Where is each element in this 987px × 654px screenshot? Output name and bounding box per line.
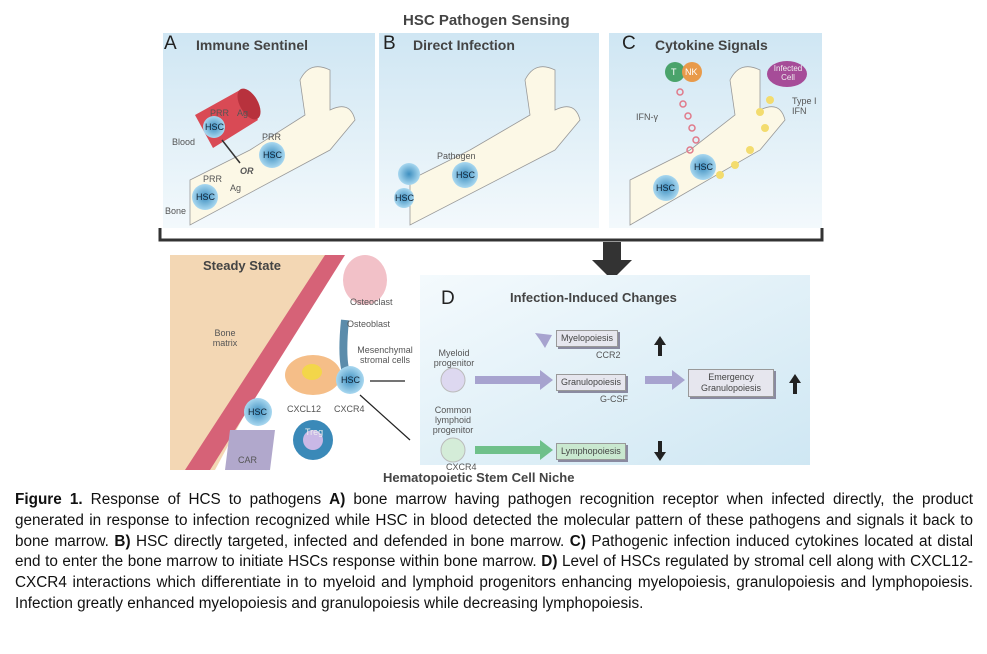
label-ifn-gamma: IFN-γ	[636, 112, 658, 122]
myeloid-progenitor-cell	[440, 367, 466, 393]
label-ag: Ag	[230, 183, 242, 193]
label-myeloid-progenitor: Myeloid progenitor	[433, 348, 475, 368]
arrow	[221, 139, 241, 164]
hsc-cell	[203, 116, 225, 138]
panel-b-letter: B	[383, 33, 396, 54]
osteoclast	[343, 255, 387, 305]
arrow	[475, 440, 553, 460]
label-cxcr4: CXCR4	[334, 404, 365, 414]
caption-text: Level of HSCs regulated by stromal cell …	[15, 553, 974, 612]
nk-cell	[682, 62, 702, 82]
label-bone: Bone	[165, 206, 187, 216]
down-arrow	[592, 242, 632, 280]
label-hsc: HSC	[456, 170, 476, 180]
arrow	[645, 370, 685, 390]
label-type-i-ifn: Type I IFN	[792, 96, 817, 116]
label-ccr2: CCR2	[596, 350, 621, 360]
label-osteoclast: Osteoclast	[350, 297, 393, 307]
label-lymphoid-progenitor: Common lymphoid progenitor	[432, 405, 474, 435]
caption-c: C)	[569, 532, 586, 550]
granulopoiesis-box: Granulopoiesis	[556, 374, 627, 391]
caption-a: A)	[329, 491, 346, 508]
label-hsc: HSC	[341, 375, 361, 385]
t-cell	[665, 62, 685, 82]
panel-a-title: Immune Sentinel	[196, 37, 309, 53]
caption-text: Response of HCS to pathogens	[82, 491, 330, 508]
label-nk: NK	[685, 67, 698, 77]
infected-cell	[767, 61, 807, 87]
myelopoiesis-box: Myelopoiesis	[556, 330, 619, 347]
label-t: T	[671, 67, 677, 77]
caption-text: HSC directly targeted, infected and defe…	[130, 532, 570, 550]
label-hsc: HSC	[395, 193, 415, 203]
bottom-title: Hematopoietic Stem Cell Niche	[383, 470, 575, 485]
label-osteoblast: Osteoblast	[347, 319, 391, 329]
car-cell	[225, 430, 275, 470]
caption-text: Pathogenic infection induced cytokines l…	[15, 532, 973, 571]
label-hsc: HSC	[694, 162, 714, 172]
bone-b	[409, 66, 581, 226]
label-pathogen: Pathogen	[437, 151, 476, 161]
label-blood: Blood	[172, 137, 196, 147]
label-prr: PRR	[210, 108, 230, 118]
panel-c-letter: C	[622, 33, 636, 54]
lymphopoiesis-box: Lymphopoiesis	[556, 443, 626, 460]
panel-c-title: Cytokine Signals	[655, 37, 768, 53]
label-hsc: HSC	[205, 122, 225, 132]
hsc-cell	[259, 142, 285, 168]
down-arrow-icon	[654, 441, 666, 461]
up-arrow-icon	[789, 374, 801, 394]
up-arrow-icon	[654, 336, 666, 356]
hsc-cell	[192, 184, 218, 210]
endothelium	[185, 255, 345, 470]
hsc-cell	[394, 188, 414, 208]
label-hsc: HSC	[656, 183, 676, 193]
label-g-csf: G-CSF	[600, 394, 628, 404]
figure-main-title: HSC Pathogen Sensing	[403, 12, 570, 29]
lymphoid-progenitor-cell	[440, 437, 466, 463]
arrow	[482, 333, 552, 370]
bracket	[158, 228, 824, 242]
arrow	[475, 370, 553, 390]
label-msc: Mesenchymal stromal cells	[357, 345, 413, 365]
panel-a-letter: A	[164, 33, 177, 54]
steady-state-title: Steady State	[203, 258, 282, 273]
label-car: CAR	[238, 455, 258, 465]
label-or: OR	[240, 166, 254, 176]
hsc-cell	[653, 175, 679, 201]
label-infected-cell: Infected Cell	[773, 64, 803, 82]
panel-d-title: Infection-Induced Changes	[510, 290, 677, 305]
label-hsc: HSC	[248, 407, 268, 417]
panel-d-letter: D	[441, 288, 455, 309]
caption-b: B)	[114, 532, 131, 550]
hsc-cell	[690, 154, 716, 180]
hsc-cell	[398, 163, 420, 185]
label-treg: Treg	[305, 427, 324, 437]
caption-d: D)	[541, 553, 558, 571]
label-bone-matrix: Bone matrix	[212, 328, 238, 348]
figure-caption: Figure 1. Response of HCS to pathogens A…	[15, 490, 973, 615]
label-prr: PRR	[262, 132, 282, 142]
panel-b-title: Direct Infection	[413, 37, 515, 53]
label-ag: Ag	[237, 108, 249, 118]
label-hsc: HSC	[263, 150, 283, 160]
label-cxcr4: CXCR4	[446, 462, 477, 472]
label-hsc: HSC	[196, 192, 216, 202]
caption-label: Figure 1.	[15, 491, 83, 508]
label-cxcl12: CXCL12	[287, 404, 322, 414]
figure-illustration	[158, 33, 824, 470]
label-prr: PRR	[203, 174, 223, 184]
caption-text: bone marrow having pathogen recognition …	[15, 491, 973, 550]
emergency-granulopoiesis-box: Emergency Granulopoiesis	[688, 369, 774, 397]
hsc-cell	[452, 162, 478, 188]
